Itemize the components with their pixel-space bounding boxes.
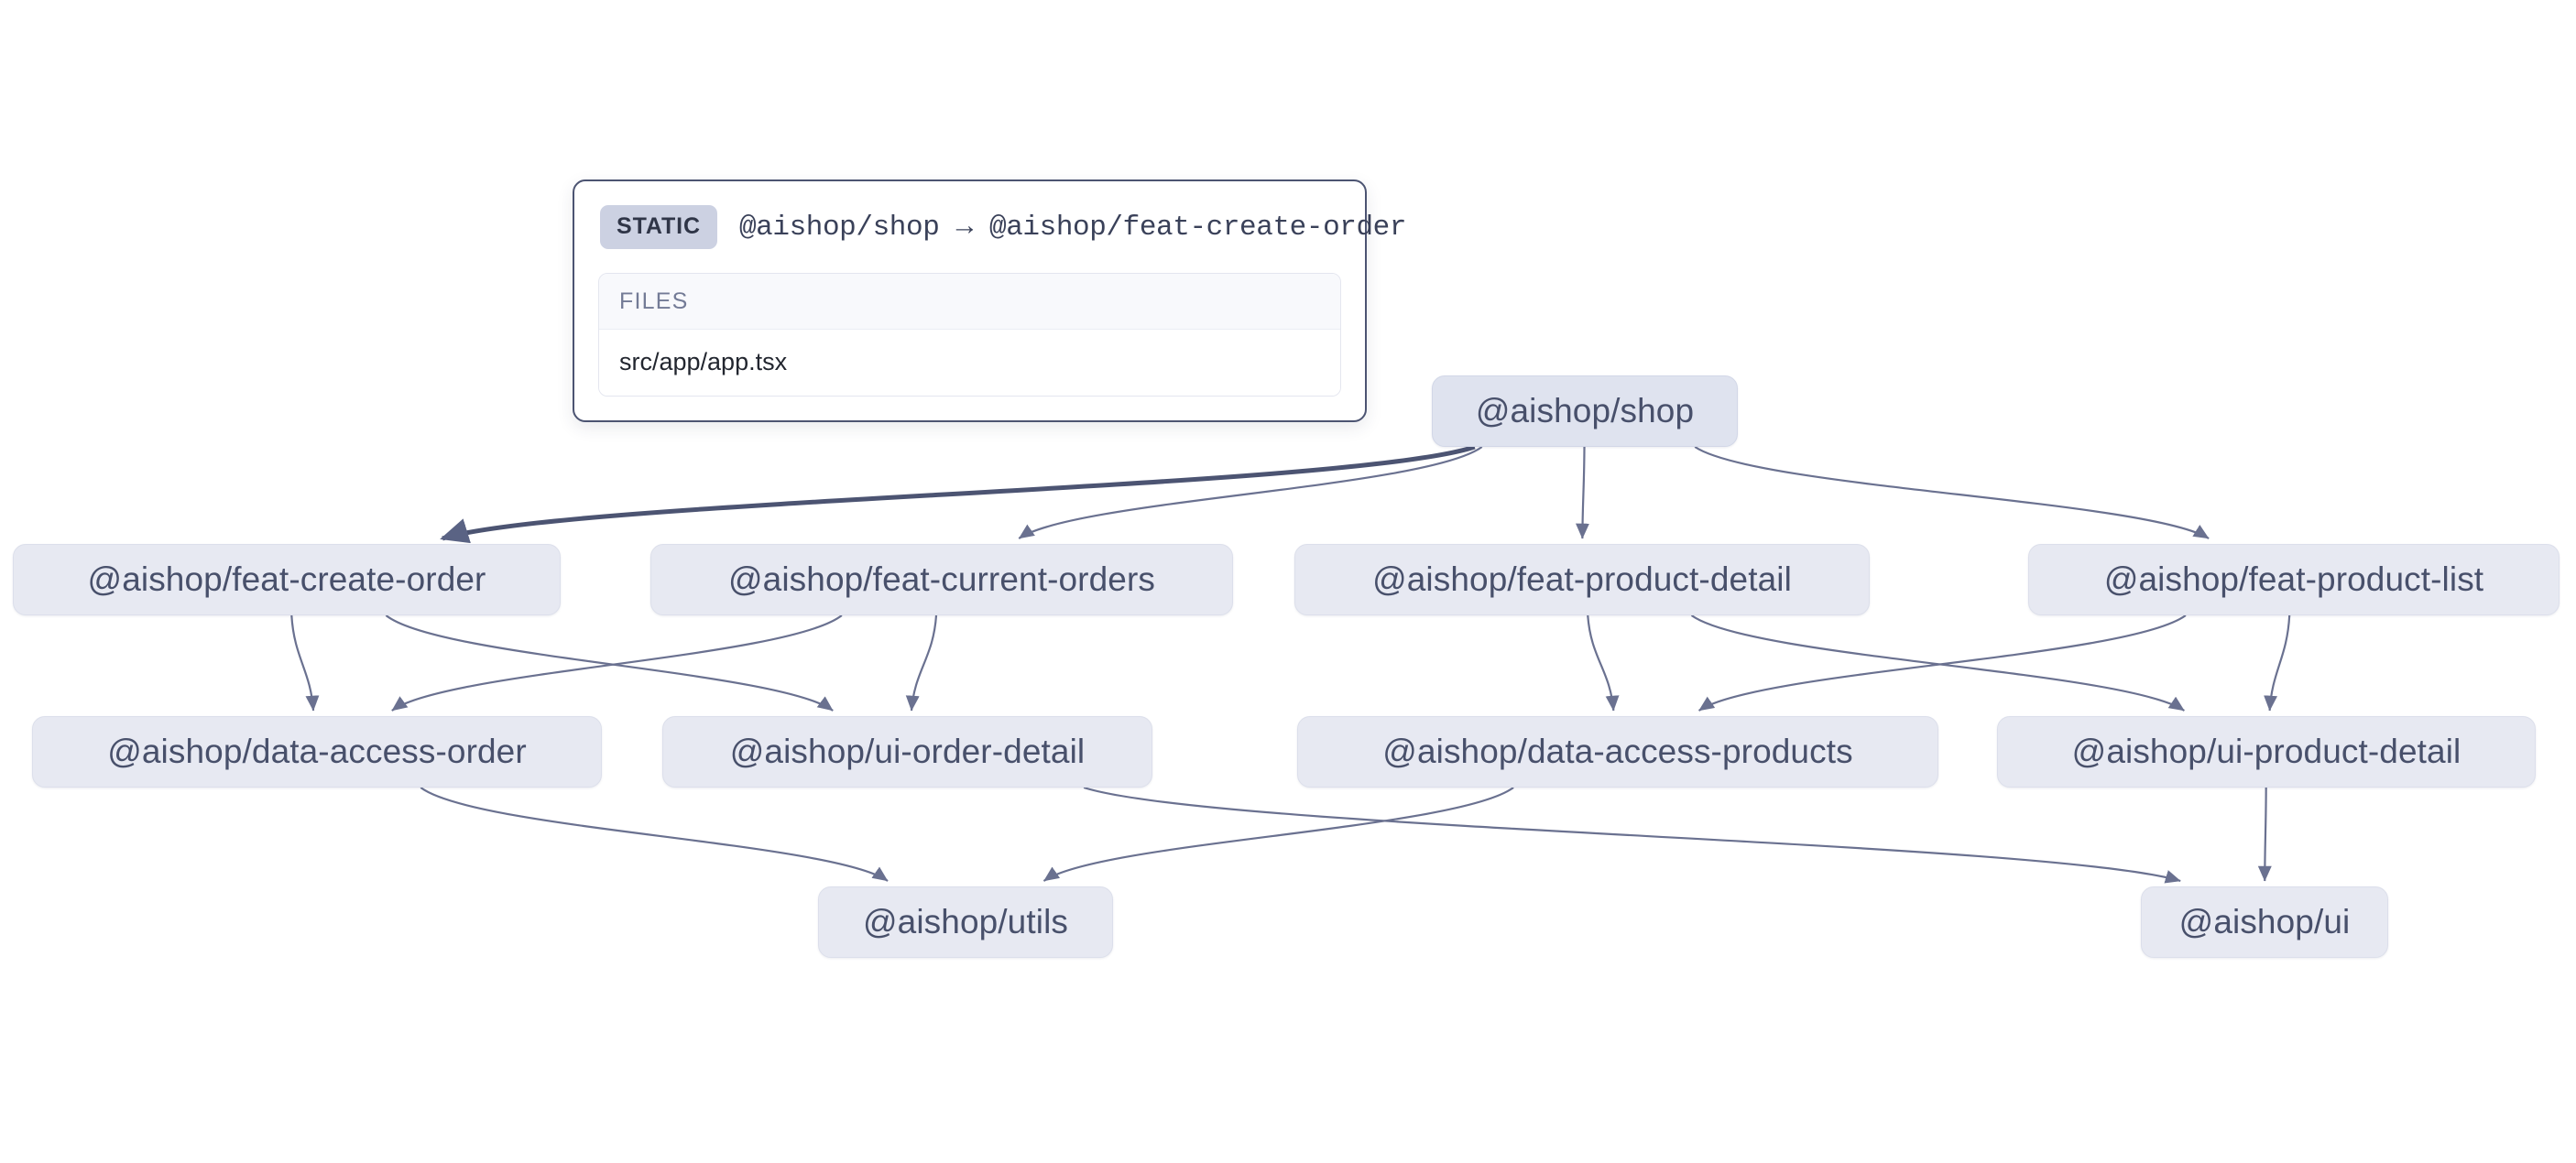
- graph-edge-feat-product-detail-to-ui-product-detail[interactable]: [1690, 614, 2185, 712]
- graph-node-ui[interactable]: @aishop/ui: [2141, 886, 2388, 958]
- graph-node-label: @aishop/shop: [1475, 392, 1695, 429]
- tooltip-files-panel: FILES src/app/app.tsx: [598, 273, 1341, 397]
- edge-detail-tooltip: STATIC @aishop/shop → @aishop/feat-creat…: [573, 179, 1406, 422]
- graph-edge-shop-to-feat-product-detail[interactable]: [1575, 446, 1589, 539]
- graph-edge-data-access-order-to-utils[interactable]: [420, 787, 889, 882]
- graph-node-label: @aishop/feat-create-order: [87, 560, 486, 598]
- graph-edge-feat-product-list-to-ui-product-detail[interactable]: [2264, 614, 2291, 712]
- graph-node-label: @aishop/ui-order-detail: [729, 733, 1086, 770]
- tooltip-dependency-title: @aishop/shop → @aishop/feat-create-order: [738, 211, 1407, 244]
- graph-edge-shop-to-feat-create-order[interactable]: [440, 444, 1476, 544]
- graph-node-feat-create-order[interactable]: @aishop/feat-create-order: [13, 544, 561, 615]
- graph-node-label: @aishop/feat-product-detail: [1372, 560, 1792, 598]
- tooltip-header: STATIC @aishop/shop → @aishop/feat-creat…: [598, 203, 1406, 253]
- graph-node-label: @aishop/feat-product-list: [2103, 560, 2484, 598]
- graph-node-label: @aishop/utils: [863, 903, 1068, 940]
- graph-node-feat-product-list[interactable]: @aishop/feat-product-list: [2028, 544, 2560, 615]
- graph-node-label: @aishop/ui: [2178, 903, 2351, 940]
- graph-node-feat-current-orders[interactable]: @aishop/feat-current-orders: [650, 544, 1233, 615]
- graph-edge-feat-product-list-to-data-access-products[interactable]: [1697, 614, 2187, 712]
- graph-edge-feat-current-orders-to-ui-order-detail[interactable]: [905, 614, 938, 712]
- graph-node-data-access-products[interactable]: @aishop/data-access-products: [1297, 716, 1938, 788]
- graph-edge-ui-order-detail-to-ui[interactable]: [1083, 786, 2181, 884]
- graph-edge-data-access-products-to-utils[interactable]: [1042, 787, 1514, 882]
- tooltip-file-row[interactable]: src/app/app.tsx: [599, 330, 1340, 396]
- graph-node-data-access-order[interactable]: @aishop/data-access-order: [32, 716, 602, 788]
- graph-edge-shop-to-feat-product-list[interactable]: [1694, 446, 2210, 539]
- tooltip-files-header-label: FILES: [599, 274, 1340, 330]
- static-dependency-badge: STATIC: [600, 205, 717, 249]
- graph-node-label: @aishop/data-access-products: [1382, 733, 1853, 770]
- graph-node-shop[interactable]: @aishop/shop: [1432, 375, 1738, 447]
- graph-edge-feat-create-order-to-ui-order-detail[interactable]: [385, 614, 834, 712]
- graph-node-utils[interactable]: @aishop/utils: [818, 886, 1113, 958]
- graph-node-label: @aishop/feat-current-orders: [728, 560, 1155, 598]
- graph-edge-feat-product-detail-to-data-access-products[interactable]: [1587, 614, 1620, 712]
- graph-edge-feat-current-orders-to-data-access-order[interactable]: [391, 614, 843, 712]
- graph-node-ui-order-detail[interactable]: @aishop/ui-order-detail: [662, 716, 1152, 788]
- graph-node-feat-product-detail[interactable]: @aishop/feat-product-detail: [1294, 544, 1870, 615]
- graph-edge-feat-create-order-to-data-access-order[interactable]: [290, 614, 320, 712]
- graph-node-label: @aishop/ui-product-detail: [2071, 733, 2461, 770]
- tooltip-files-list: src/app/app.tsx: [599, 330, 1340, 396]
- graph-node-ui-product-detail[interactable]: @aishop/ui-product-detail: [1997, 716, 2536, 788]
- graph-edge-shop-to-feat-current-orders[interactable]: [1018, 446, 1483, 539]
- graph-node-label: @aishop/data-access-order: [107, 733, 527, 770]
